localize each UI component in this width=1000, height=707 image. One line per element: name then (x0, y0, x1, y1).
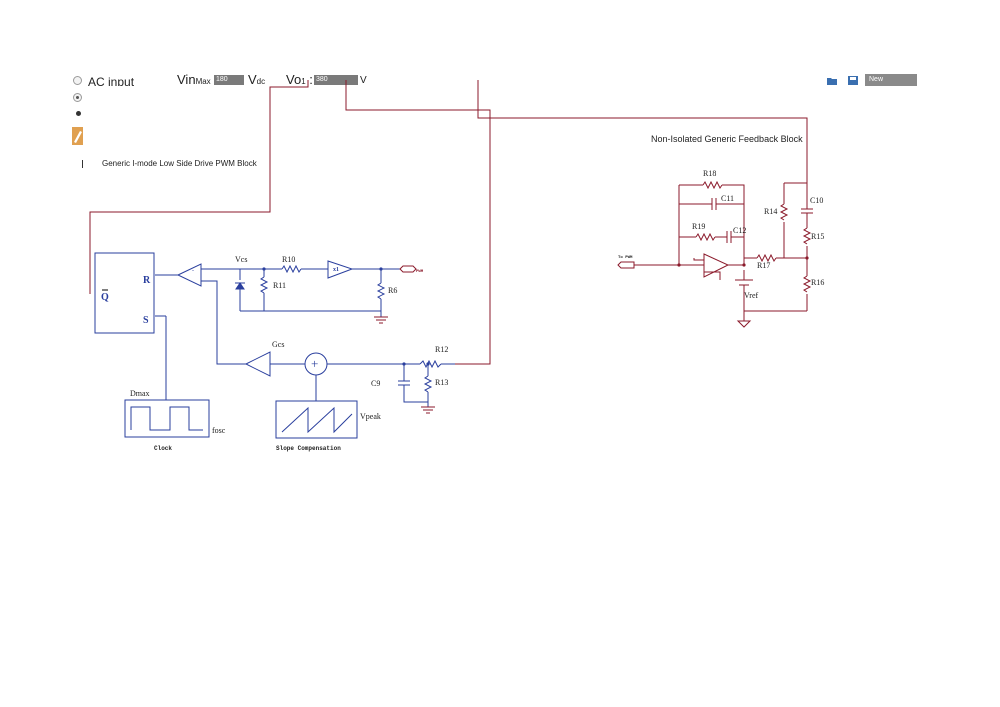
label-r14: R14 (764, 207, 777, 216)
label-c9: C9 (371, 379, 380, 388)
save-disk-icon[interactable] (848, 76, 858, 85)
label-r17: R17 (757, 261, 770, 270)
label-to-pwm: To PWM (618, 256, 633, 260)
pwm-block-title: Generic I-mode Low Side Drive PWM Block (102, 159, 258, 168)
label-r12: R12 (435, 345, 448, 354)
label-r13: R13 (435, 378, 448, 387)
label-r18: R18 (703, 169, 716, 178)
vo1-label: Vo1 : (286, 72, 313, 86)
sr-latch (94, 252, 155, 334)
option-radio-checked[interactable] (73, 93, 82, 102)
vo1-unit: V (360, 75, 367, 86)
ac-input-radio[interactable] (73, 76, 82, 85)
option-dot[interactable] (76, 111, 81, 116)
edit-pencil-icon[interactable] (72, 127, 83, 145)
label-vref: Vref (744, 291, 759, 300)
label-r10: R10 (282, 255, 295, 264)
label-r15: R15 (811, 232, 824, 241)
feedback-block-title: Non-Isolated Generic Feedback Block (651, 134, 803, 144)
clock-block (124, 315, 210, 438)
ac-input-label: AC input (88, 75, 135, 86)
label-r16: R16 (811, 278, 824, 287)
label-r6: R6 (388, 286, 397, 295)
label-pwm-out: PWM (416, 270, 424, 274)
vin-max-input[interactable]: 180 (214, 75, 244, 85)
label-vcs: Vcs (235, 255, 247, 264)
label-vpeak: Vpeak (360, 412, 381, 421)
label-x1: x1 (333, 267, 339, 273)
slope-block (275, 400, 358, 439)
feedback-network (617, 180, 813, 328)
comparator-minus: - (192, 268, 194, 274)
top-wires (89, 80, 808, 365)
latch-r: R (143, 275, 151, 286)
new-button[interactable]: New (865, 74, 917, 86)
design-toolbar: AC input VinMax 180 Vdc Vo1 : 380 V New (70, 72, 920, 86)
open-folder-icon[interactable] (827, 76, 837, 85)
tree-line (82, 160, 83, 168)
label-r11: R11 (273, 281, 286, 290)
latch-s: S (143, 315, 149, 326)
label-fosc: fosc (212, 426, 226, 435)
sum-plus: + (311, 356, 318, 371)
label-gcs: Gcs (272, 340, 284, 349)
label-dmax: Dmax (130, 389, 150, 398)
label-c10: C10 (810, 196, 823, 205)
vdc-label: Vdc (248, 72, 266, 86)
label-c11: C11 (721, 194, 734, 203)
latch-q-bar: Q (101, 292, 109, 303)
vin-label: VinMax (177, 72, 211, 86)
comparator (155, 263, 246, 365)
label-c12: C12 (733, 226, 746, 235)
junction-dots (262, 267, 430, 366)
label-slope-compensation: Slope Compensation (276, 445, 341, 452)
label-r19: R19 (692, 222, 705, 231)
label-clock: Clock (154, 445, 172, 452)
vo1-input[interactable]: 380 (314, 75, 358, 85)
vcs-network (235, 260, 417, 324)
